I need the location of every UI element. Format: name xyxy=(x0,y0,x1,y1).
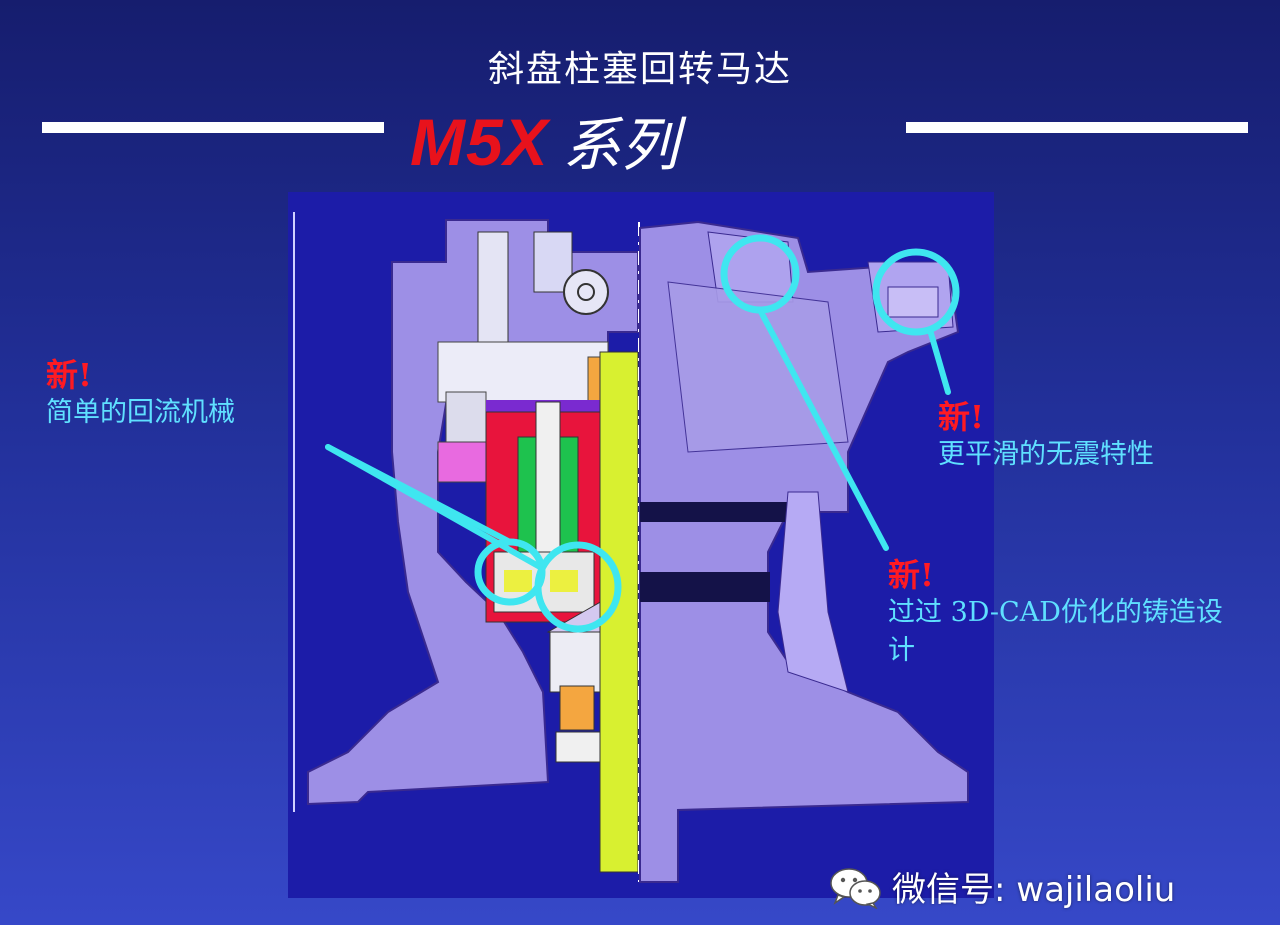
callout-smooth-characteristic: 新! 更平滑的无震特性 xyxy=(938,398,1154,474)
motor-cross-section-drawing xyxy=(288,192,994,898)
left-housing xyxy=(307,219,639,806)
highlight-circle-valve-right xyxy=(534,541,622,633)
callout-text: 简单的回流机械 xyxy=(46,397,235,428)
watermark-text: 微信号: wajilaoliu xyxy=(892,870,1176,910)
slide-title: 斜盘柱塞回转马达 xyxy=(487,49,792,90)
new-badge: 新! xyxy=(938,398,985,436)
wechat-icon xyxy=(830,867,881,909)
highlight-circle-port xyxy=(872,248,960,336)
output-shaft xyxy=(599,351,639,873)
series-suffix: 系列 xyxy=(562,111,679,179)
series-model: M5X xyxy=(410,105,549,179)
callout-text: 过过 3D-CAD优化的铸造设计 xyxy=(888,597,1223,666)
divider-left xyxy=(42,122,384,133)
divider-right xyxy=(906,122,1248,133)
new-badge: 新! xyxy=(888,556,935,594)
callout-return-mechanism: 新! 简单的回流机械 xyxy=(46,356,235,432)
new-badge: 新! xyxy=(46,356,93,394)
callout-casting-design: 新! 过过 3D-CAD优化的铸造设计 xyxy=(888,556,1228,670)
wechat-watermark: 微信号: wajilaoliu xyxy=(828,862,1175,911)
callout-text: 更平滑的无震特性 xyxy=(938,439,1154,470)
